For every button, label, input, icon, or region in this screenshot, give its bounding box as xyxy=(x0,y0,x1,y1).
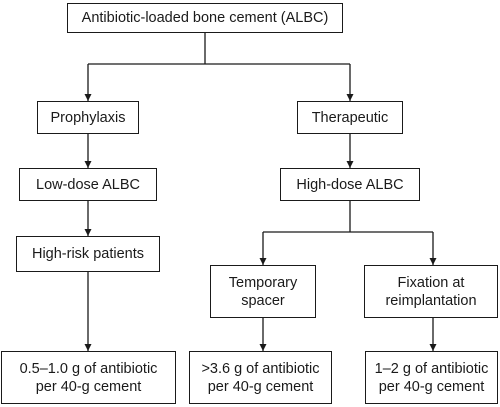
node-dose-low-line2: per 40-g cement xyxy=(35,378,142,395)
node-dose-fixation-line1: 1–2 g of antibiotic xyxy=(374,360,489,377)
node-temporary-spacer: Temporary spacer xyxy=(210,265,316,318)
node-therapeutic: Therapeutic xyxy=(297,101,403,134)
node-high-dose: High-dose ALBC xyxy=(280,168,420,201)
node-dose-spacer: >3.6 g of antibiotic per 40-g cement xyxy=(189,351,332,404)
node-dose-fixation-line2: per 40-g cement xyxy=(378,378,485,395)
node-dose-fixation: 1–2 g of antibiotic per 40-g cement xyxy=(365,351,498,404)
node-dose-low-line1: 0.5–1.0 g of antibiotic xyxy=(19,360,158,377)
node-high-dose-label: High-dose ALBC xyxy=(296,176,404,193)
node-dose-low: 0.5–1.0 g of antibiotic per 40-g cement xyxy=(1,351,176,404)
node-root-label: Antibiotic-loaded bone cement (ALBC) xyxy=(81,10,329,26)
node-temporary-spacer-line2: spacer xyxy=(241,292,285,309)
node-dose-spacer-line1: >3.6 g of antibiotic xyxy=(201,360,320,377)
node-high-risk-label: High-risk patients xyxy=(31,246,144,262)
node-dose-spacer-line2: per 40-g cement xyxy=(207,378,314,395)
node-temporary-spacer-line1: Temporary xyxy=(228,274,298,291)
node-prophylaxis: Prophylaxis xyxy=(37,101,139,134)
node-fixation-line2: reimplantation xyxy=(385,292,477,309)
node-low-dose-label: Low-dose ALBC xyxy=(36,176,140,193)
node-prophylaxis-label: Prophylaxis xyxy=(50,109,126,126)
node-fixation-line1: Fixation at xyxy=(397,274,465,291)
node-low-dose: Low-dose ALBC xyxy=(19,168,157,201)
node-high-risk: High-risk patients xyxy=(16,236,160,272)
node-root: Antibiotic-loaded bone cement (ALBC) xyxy=(67,3,343,33)
node-fixation: Fixation at reimplantation xyxy=(364,265,498,318)
node-therapeutic-label: Therapeutic xyxy=(311,109,389,126)
